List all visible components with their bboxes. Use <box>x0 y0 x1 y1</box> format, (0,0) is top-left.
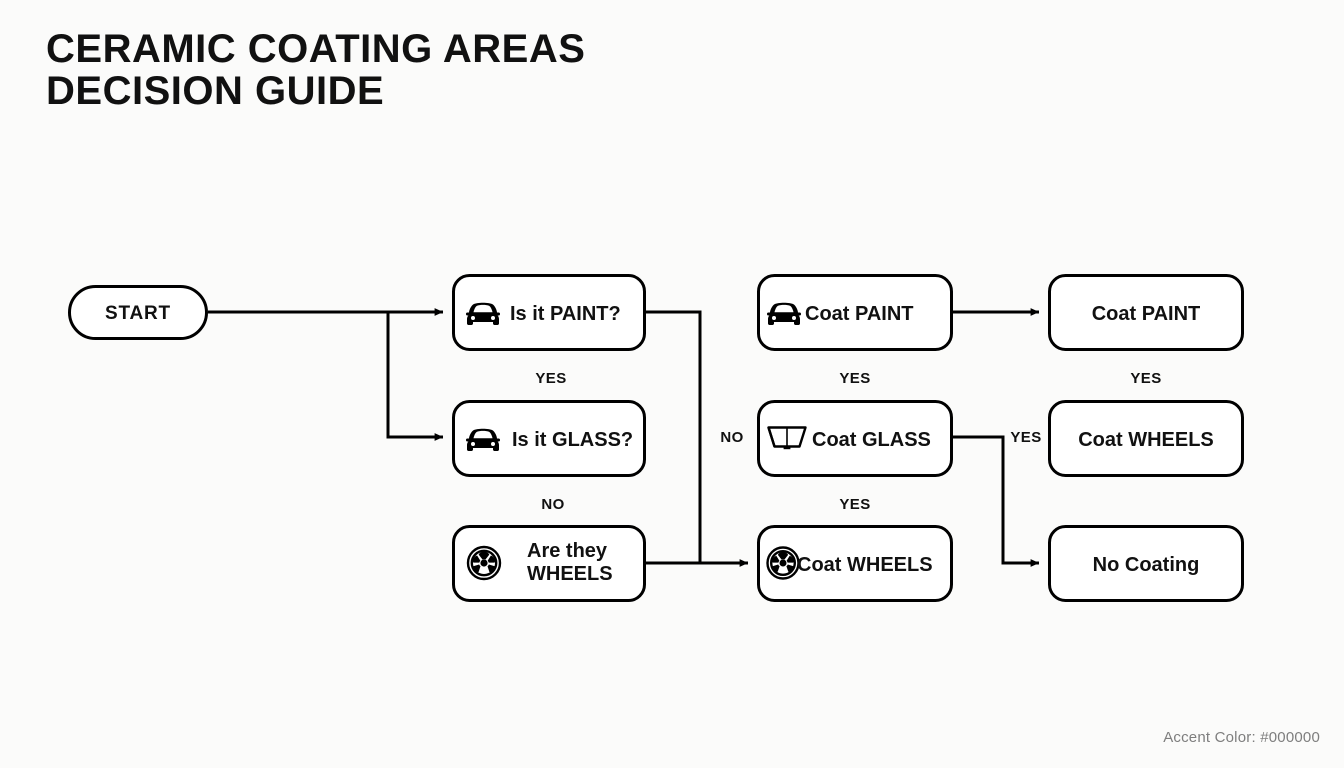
node-coat-wheels-end-label: Coat WHEELS <box>1078 429 1214 451</box>
connector-start-branch <box>208 308 444 441</box>
node-is-paint-label: Is it PAINT? <box>510 303 621 325</box>
node-coat-wheels-end[interactable]: Coat WHEELS <box>1048 400 1244 477</box>
title-line-1: CERAMIC COATING AREAS <box>46 27 586 71</box>
car-icon <box>466 302 500 325</box>
node-no-coating-label: No Coating <box>1093 554 1200 576</box>
node-coat-wheels-mid[interactable]: Coat WHEELS <box>757 525 953 602</box>
node-start-label: START <box>105 303 171 324</box>
node-are-wheels-label-line2: WHEELS <box>527 563 613 585</box>
edge-label-yes-under-is-paint: YES <box>535 370 566 387</box>
node-coat-paint-mid[interactable]: Coat PAINT <box>757 274 953 351</box>
node-no-coating[interactable]: No Coating <box>1048 525 1244 602</box>
edge-label-no-under-is-glass: NO <box>541 496 564 513</box>
node-coat-paint-end[interactable]: Coat PAINT <box>1048 274 1244 351</box>
node-is-glass-label: Is it GLASS? <box>512 429 633 451</box>
accent-color-note: Accent Color: #000000 <box>1163 729 1320 746</box>
edge-label-yes-under-coat-paint-end: YES <box>1130 370 1161 387</box>
node-are-wheels-label-line1: Are they <box>527 540 608 562</box>
node-coat-paint-end-label: Coat PAINT <box>1092 303 1201 325</box>
node-is-glass[interactable]: Is it GLASS? <box>452 400 646 477</box>
node-coat-paint-mid-label: Coat PAINT <box>805 303 914 325</box>
edge-label-yes-under-coat-glass: YES <box>839 496 870 513</box>
car-icon <box>466 428 500 451</box>
edge-label-no-left-of-coat-glass: NO <box>720 429 743 446</box>
node-is-paint[interactable]: Is it PAINT? <box>452 274 646 351</box>
wheel-icon <box>766 546 800 580</box>
wheel-icon <box>466 545 502 581</box>
car-icon <box>767 302 801 325</box>
edge-label-yes-right-of-coat-glass: YES <box>1010 429 1041 446</box>
edge-label-yes-under-coat-paint: YES <box>839 370 870 387</box>
node-coat-wheels-mid-label: Coat WHEELS <box>797 554 933 576</box>
wiper-icon <box>767 426 807 450</box>
page-title: CERAMIC COATING AREAS DECISION GUIDE <box>46 28 746 112</box>
node-coat-glass-mid[interactable]: Coat GLASS <box>757 400 953 477</box>
title-line-2: DECISION GUIDE <box>46 69 385 113</box>
node-start[interactable]: START <box>68 285 208 340</box>
node-coat-glass-mid-label: Coat GLASS <box>812 429 931 451</box>
connector-coatglass-to-nocoating <box>953 435 1040 567</box>
node-are-wheels[interactable]: Are they WHEELS <box>452 525 646 602</box>
